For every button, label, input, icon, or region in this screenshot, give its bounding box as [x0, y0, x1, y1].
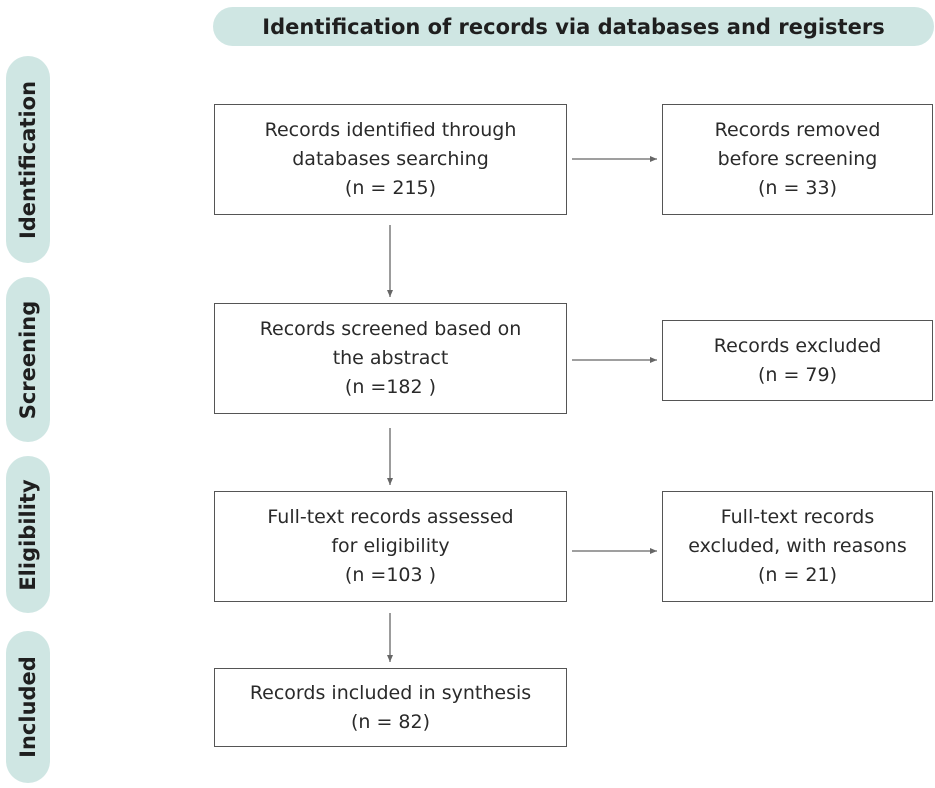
box-records-included-count: (n = 82): [350, 710, 431, 733]
stage-eligibility: Eligibility: [6, 456, 50, 613]
box-records-screened-line1: Records screened based on: [259, 318, 522, 340]
box-records-identified-line1: Records identified through: [264, 119, 517, 141]
box-fulltext-assessed: Full-text records assessed for eligibili…: [214, 491, 567, 602]
diagram-title: Identification of records via databases …: [213, 7, 934, 46]
box-records-excluded-line1: Records excluded: [713, 334, 882, 357]
box-records-removed-line1: Records removed: [714, 119, 881, 141]
box-records-identified: Records identified through databases sea…: [214, 104, 567, 215]
box-records-removed-line2: before screening: [717, 148, 878, 170]
box-records-removed-count: (n = 33): [757, 177, 838, 199]
box-records-identified-count: (n = 215): [344, 177, 437, 199]
box-records-removed: Records removed before screening (n = 33…: [662, 104, 933, 215]
box-records-included: Records included in synthesis (n = 82): [214, 668, 567, 747]
stage-identification: Identification: [6, 56, 50, 263]
box-fulltext-excluded-line1: Full-text records: [720, 506, 875, 528]
box-records-screened-line2: the abstract: [332, 347, 449, 369]
box-records-screened: Records screened based on the abstract (…: [214, 303, 567, 414]
box-records-excluded: Records excluded (n = 79): [662, 320, 933, 401]
box-records-identified-line2: databases searching: [292, 148, 489, 170]
box-records-screened-count: (n =182 ): [344, 376, 437, 398]
box-fulltext-excluded-line2: excluded, with reasons: [688, 535, 907, 557]
box-fulltext-excluded: Full-text records excluded, with reasons…: [662, 491, 933, 602]
box-fulltext-excluded-count: (n = 21): [757, 564, 838, 586]
box-fulltext-assessed-line1: Full-text records assessed: [267, 506, 514, 528]
stage-included: Included: [6, 631, 50, 783]
box-records-excluded-count: (n = 79): [757, 363, 838, 386]
box-fulltext-assessed-line2: for eligibility: [331, 535, 450, 557]
stage-screening: Screening: [6, 277, 50, 442]
box-records-included-line1: Records included in synthesis: [249, 681, 532, 704]
box-fulltext-assessed-count: (n =103 ): [344, 564, 437, 586]
